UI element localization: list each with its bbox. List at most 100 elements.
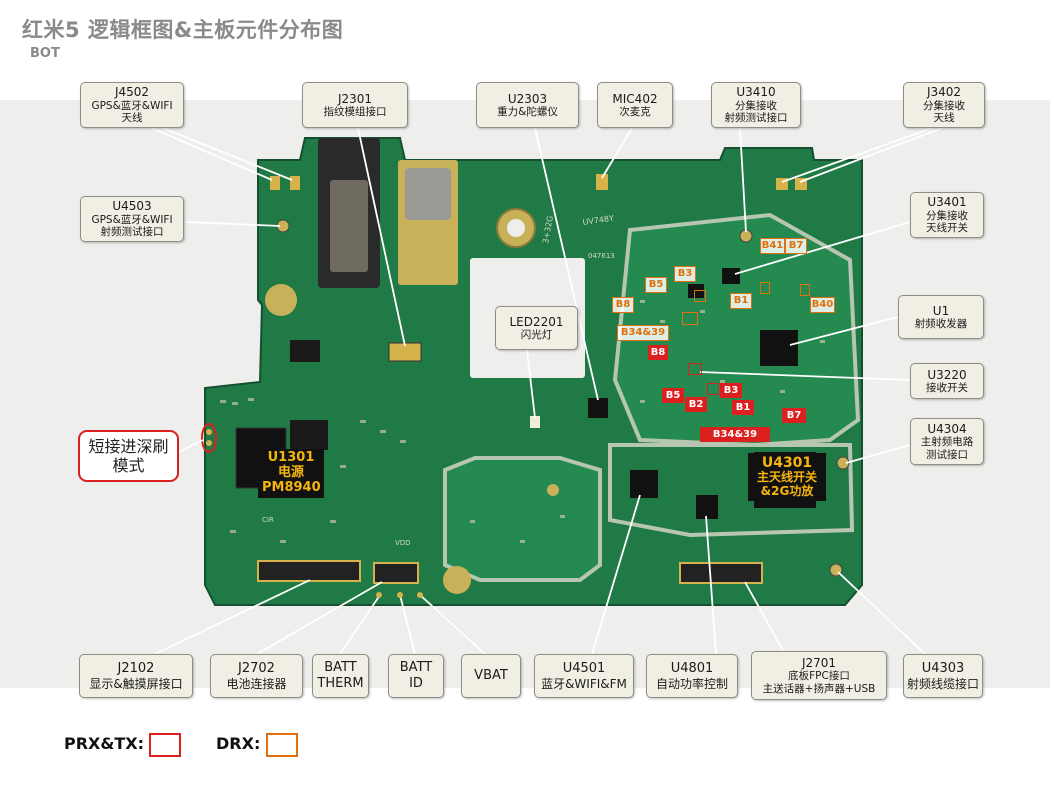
leader-lines [151,127,943,655]
label-u4801: U4801 自动功率控制 [646,654,738,698]
label-u4304-id: U4304 [927,421,967,436]
drx-marker-b1: B1 [730,293,752,309]
label-led2201: LED2201 闪光灯 [495,306,578,350]
label-vbat: VBAT [461,654,521,698]
short-point-1 [206,429,212,435]
drx-marker-b3: B3 [674,266,696,282]
deep-flash-note: 短接进深刷 模式 [78,430,179,482]
label-batt-therm-line1: THERM [317,676,364,691]
chip-label-u1301-line3: PM8940 [262,479,321,495]
label-j3402-line1: 分集接收 [923,99,965,112]
leader-u3401 [734,221,911,275]
legend-drx-swatch [266,733,298,757]
label-u3401-line2: 天线开关 [926,222,968,235]
chip-label-u1301-line1: U1301 [267,450,315,465]
leader-u4501 [591,494,641,655]
label-u4503: U4503 GPS&蓝牙&WIFI 射频测试接口 [80,196,184,242]
chip-label-u4301-line1: U4301 [761,455,813,471]
silk-047613: 047613 [588,252,615,260]
label-u4801-line1: 自动功率控制 [655,676,728,691]
drx-marker-b41: B41 [760,238,785,254]
side-label: BOT [30,46,60,61]
label-j2701-line2: 主送话器+扬声器+USB [762,682,876,695]
chip-u3401 [722,268,740,284]
drx-marker-b5: B5 [645,277,667,293]
silk-vdd: VDD [395,539,411,547]
label-u4303: U4303 射频线缆接口 [903,654,983,698]
label-u3410: U3410 分集接收 射频测试接口 [711,82,801,128]
connector-j2702 [373,562,419,584]
prx-marker-b8: B8 [648,345,668,360]
label-u2303-line1: 重力&陀螺仪 [497,105,558,118]
label-j2702: J2702 电池连接器 [210,654,303,698]
label-u3220: U3220 接收开关 [910,363,984,399]
chip-small-3 [688,284,704,298]
leader-batt-id [399,594,416,655]
prx-marker-b34-39: B34&39 [700,427,770,442]
prx-marker-b7: B7 [782,408,806,423]
prx-marker-b2: B2 [685,397,707,412]
label-batt-therm-id: BATT [324,660,357,676]
prx-marker-b5: B5 [662,388,684,403]
leader-led2201 [526,349,536,419]
label-j3402: J3402 分集接收 天线 [903,82,985,128]
silk-cir: CIR [262,516,274,524]
label-u2303: U2303 重力&陀螺仪 [476,82,579,128]
leader-u3410 [739,127,747,233]
drx-box-2 [682,312,698,325]
screw-hole-1-inner [507,219,525,237]
label-u4503-line1: GPS&蓝牙&WIFI [91,213,173,226]
label-u1-line1: 射频收发器 [914,317,968,330]
label-j2702-line1: 电池连接器 [226,676,287,691]
chip-label-u1301-line2: 电源 [277,464,304,480]
legend-drx-label: DRX: [216,734,261,753]
chip-label-u1301: U1301 电源 PM8940 [258,449,324,498]
short-point-ring [201,423,217,453]
silk-uv748y: UV748Y [582,214,615,227]
leader-j2301 [357,127,406,347]
label-led2201-id: LED2201 [509,314,564,329]
label-u3401: U3401 分集接收 天线开关 [910,192,984,238]
leader-u4303 [837,571,926,655]
legend-prx-tx-label: PRX&TX: [64,734,144,753]
label-j3402-line2: 天线 [933,112,955,125]
chip-u1 [760,330,798,366]
screw-hole-4 [265,284,297,316]
label-u3410-line1: 分集接收 [735,99,777,112]
label-mic402: MIC402 次麦克 [597,82,673,128]
leader-batt-therm [339,594,381,655]
leader-short [178,439,204,453]
leader-j4502-b [162,127,293,181]
leader-j4502-a [151,127,273,181]
label-u1: U1 射频收发器 [898,295,984,339]
connector-j2102 [257,560,361,582]
short-point-2 [206,440,212,446]
pad-mic402 [596,174,608,190]
label-u2303-id: U2303 [507,91,548,106]
label-j4502-line1: GPS&蓝牙&WIFI [91,99,173,112]
drx-box-1 [694,290,706,302]
label-j2102-id: J2102 [117,661,155,676]
chip-label-u4301: U4301 主天线开关 &2G功放 [748,453,826,501]
label-u3410-id: U3410 [736,85,776,100]
drx-marker-b8: B8 [612,297,634,313]
label-j2102-line1: 显示&触摸屏接口 [89,676,183,691]
leader-mic402 [601,127,633,179]
chip-u4501 [630,470,658,498]
label-u4501-id: U4501 [562,661,606,676]
label-u4801-id: U4801 [670,661,714,676]
leader-u2303 [534,127,599,401]
shield-track-left [443,456,602,582]
test-point-dots [376,592,423,598]
leader-vbat [419,594,486,655]
chip-small-2 [290,340,320,362]
deep-flash-note-line2: 模式 [112,456,145,475]
label-j2301-id: J2301 [337,91,373,106]
legend-prx-tx-swatch [149,733,181,757]
label-j2701-id: J2701 [801,655,837,670]
label-vbat-id: VBAT [474,668,508,684]
label-j2701-line1: 底板FPC接口 [788,670,850,683]
label-u4503-line2: 射频测试接口 [100,226,164,239]
leader-j2702 [256,581,383,655]
